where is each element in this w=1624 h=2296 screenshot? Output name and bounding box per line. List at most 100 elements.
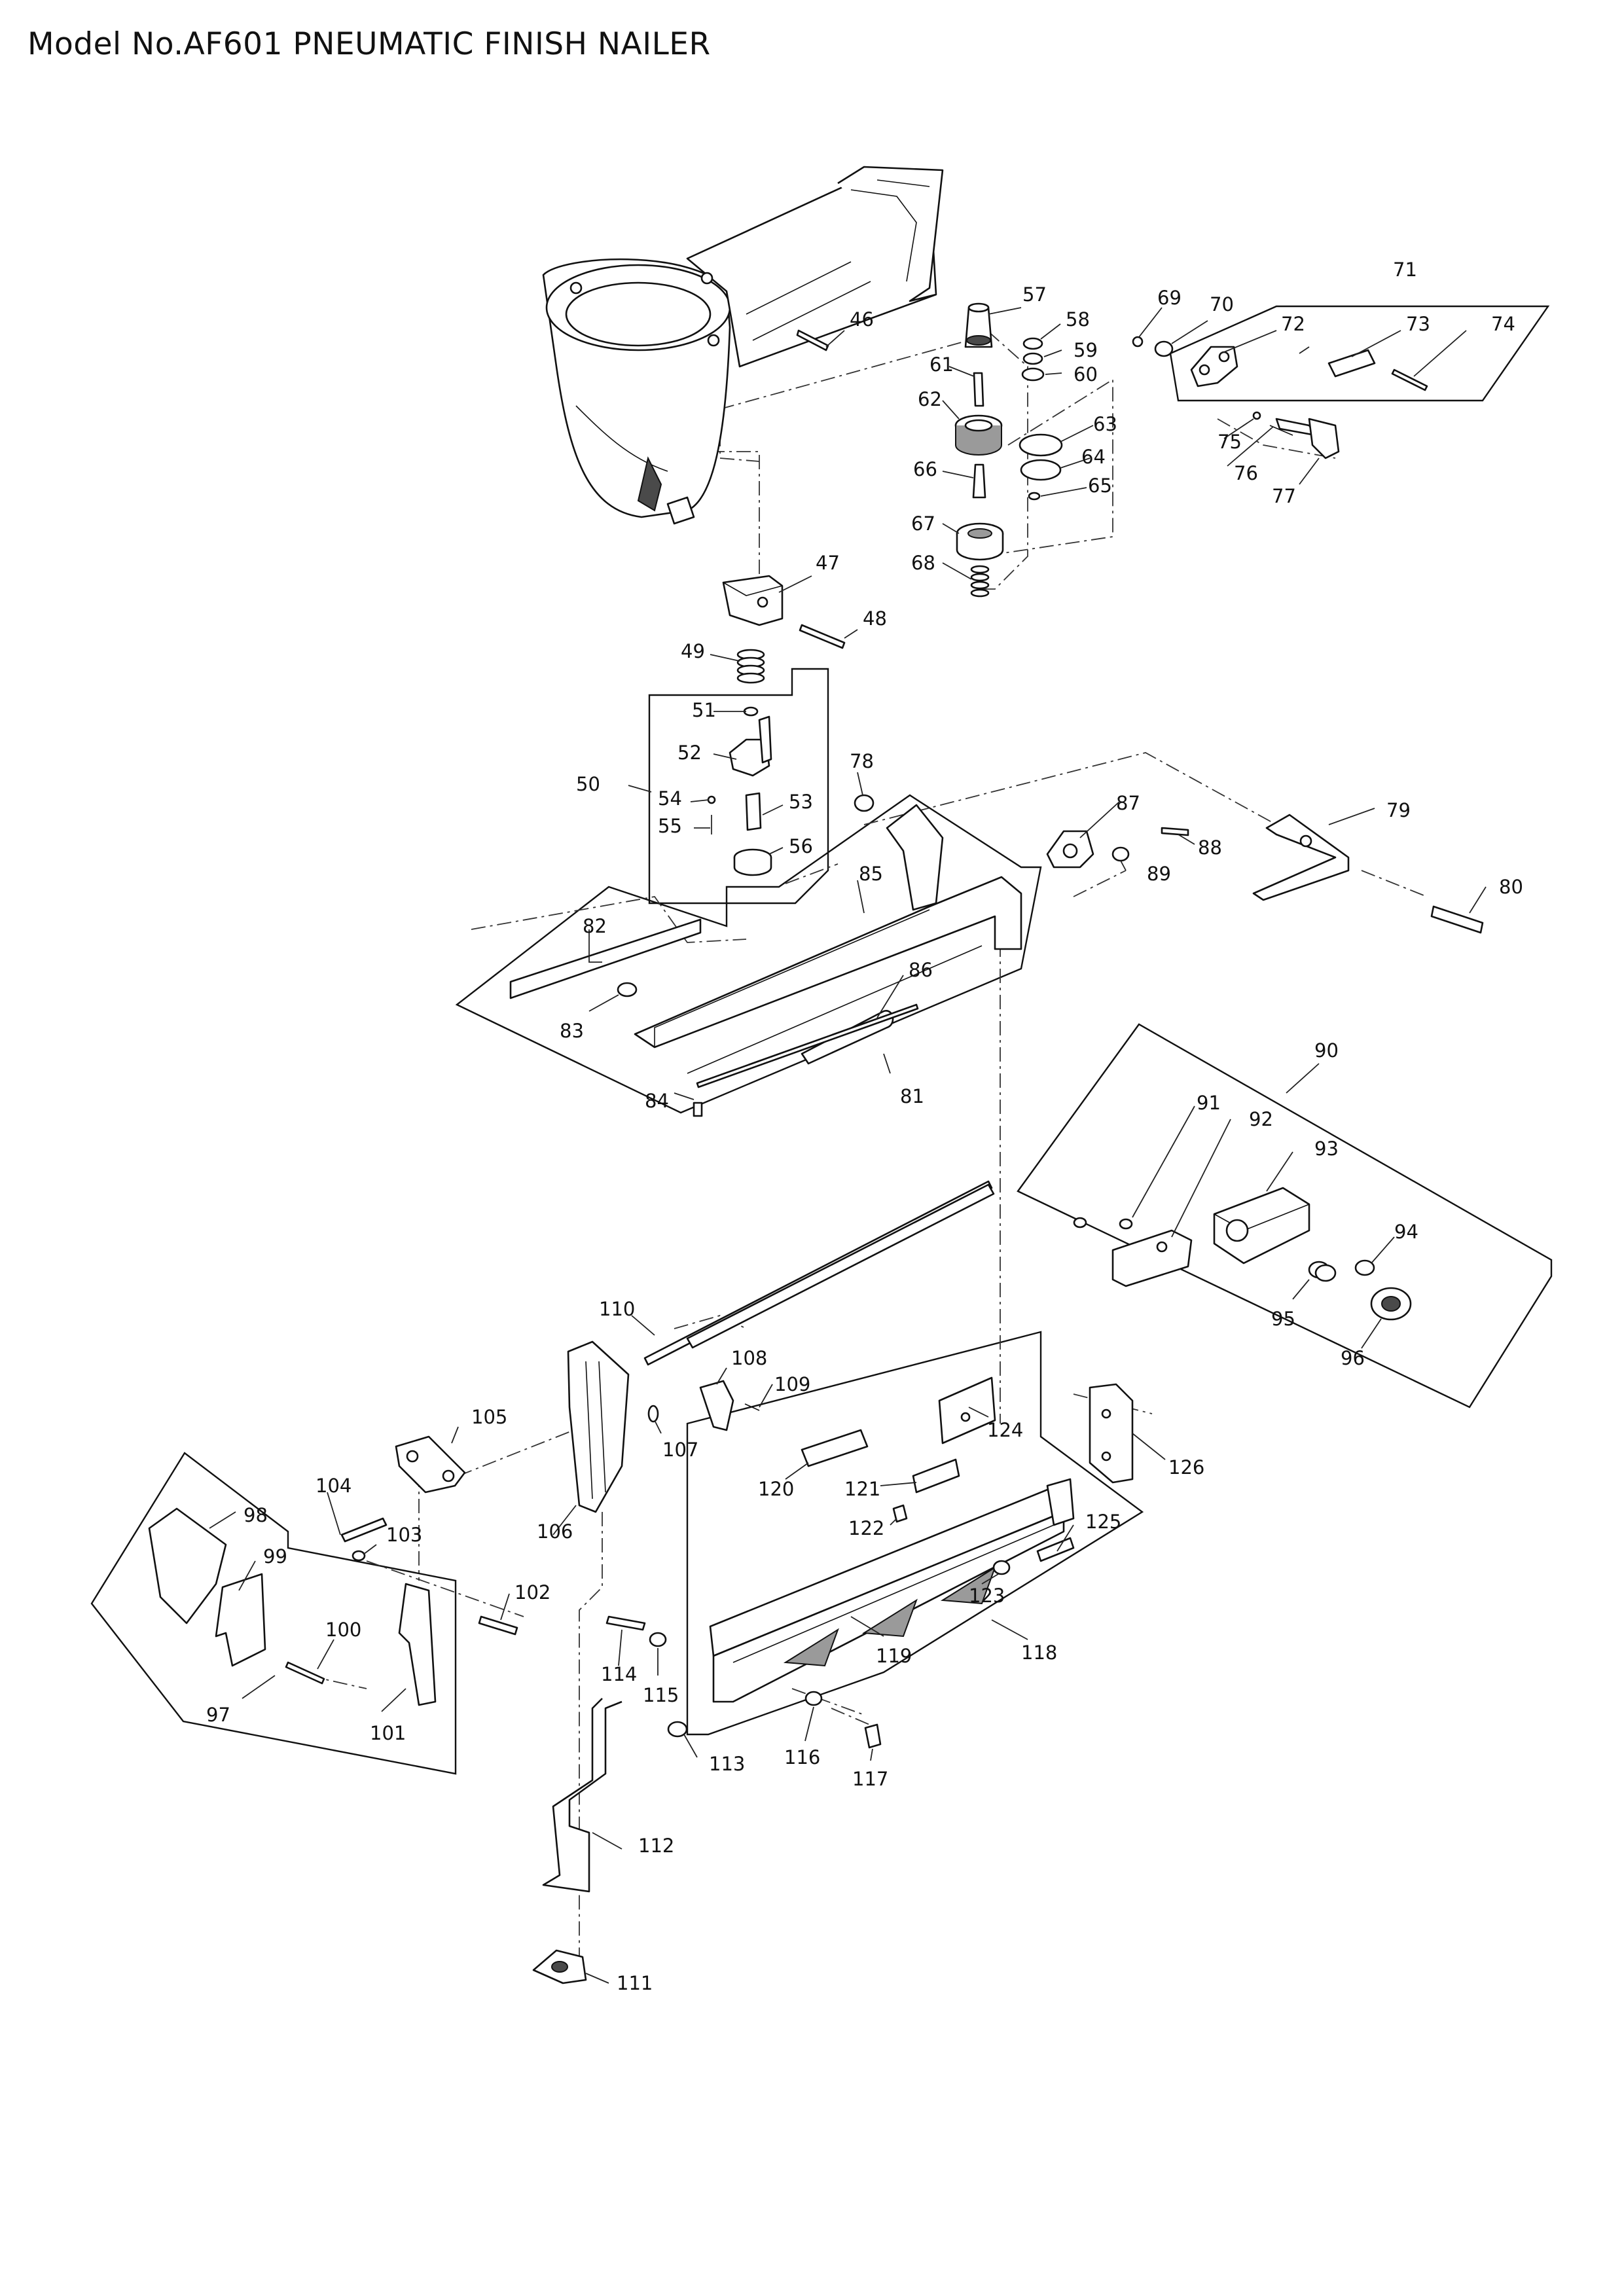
callout-62: 62 bbox=[918, 388, 942, 410]
callout-112: 112 bbox=[638, 1835, 674, 1857]
callout-104: 104 bbox=[316, 1475, 352, 1497]
callout-100: 100 bbox=[325, 1619, 361, 1641]
callout-111: 111 bbox=[617, 1972, 653, 1994]
part-117-bolt bbox=[864, 1723, 882, 1749]
part-76-spring bbox=[1269, 425, 1293, 436]
alignment-line bbox=[1073, 870, 1127, 897]
callout-92: 92 bbox=[1249, 1108, 1273, 1130]
callout-108: 108 bbox=[731, 1347, 767, 1369]
part-84-screw bbox=[693, 1102, 703, 1117]
callout-57: 57 bbox=[1022, 283, 1047, 306]
part-101-contact-arm bbox=[398, 1583, 437, 1706]
part-105-bracket bbox=[395, 1435, 466, 1494]
group-97-boundary bbox=[90, 1452, 457, 1775]
part-74-pin bbox=[1391, 368, 1428, 391]
callout-106: 106 bbox=[537, 1520, 573, 1543]
part-112-depth-rod bbox=[542, 1698, 623, 1893]
alignment-line bbox=[719, 340, 969, 410]
alignment-line bbox=[968, 314, 1028, 590]
part-106-driver-guide bbox=[567, 1340, 630, 1513]
part-80-bolt bbox=[1430, 905, 1484, 934]
callout-101: 101 bbox=[370, 1722, 406, 1744]
callout-47: 47 bbox=[816, 552, 840, 574]
group-90-boundary bbox=[1017, 1023, 1553, 1408]
part-63-ring bbox=[1019, 433, 1063, 457]
callout-52: 52 bbox=[677, 742, 702, 764]
alignment-line bbox=[471, 896, 747, 943]
alignment-line bbox=[863, 752, 1277, 825]
part-100-pin bbox=[285, 1661, 325, 1685]
callout-120: 120 bbox=[758, 1478, 794, 1500]
part-91-screw bbox=[1073, 1217, 1087, 1229]
part-48-pin bbox=[799, 624, 846, 649]
leader-lines bbox=[209, 307, 1487, 1984]
part-110-rod-long bbox=[686, 1183, 995, 1349]
group-118-boundary bbox=[686, 1331, 1144, 1736]
alignment-line bbox=[1361, 870, 1428, 897]
callout-115: 115 bbox=[643, 1684, 679, 1706]
alignment-line bbox=[791, 1688, 865, 1715]
part-62-valve-body bbox=[954, 414, 1003, 456]
callout-49: 49 bbox=[681, 640, 705, 662]
alignment-line bbox=[579, 1512, 603, 1970]
part-119-magazine bbox=[709, 1478, 1075, 1703]
callout-67: 67 bbox=[911, 512, 935, 535]
part-98-nose-cover bbox=[148, 1507, 227, 1624]
callout-70: 70 bbox=[1210, 293, 1234, 315]
callout-83: 83 bbox=[560, 1020, 584, 1042]
callout-88: 88 bbox=[1198, 836, 1222, 859]
callout-50: 50 bbox=[576, 773, 600, 795]
part-47-bracket bbox=[722, 575, 784, 626]
part-82-plate bbox=[509, 918, 702, 999]
callout-71: 71 bbox=[1393, 259, 1417, 281]
callout-64: 64 bbox=[1081, 446, 1106, 468]
alignment-line bbox=[710, 451, 760, 576]
callout-60: 60 bbox=[1074, 363, 1098, 386]
part-99-clip bbox=[215, 1573, 266, 1667]
part-69-clip bbox=[1132, 336, 1144, 348]
callout-124: 124 bbox=[987, 1419, 1023, 1441]
part-126-plate bbox=[1089, 1383, 1134, 1484]
callout-91: 91 bbox=[1197, 1092, 1221, 1114]
part-120-plate bbox=[801, 1429, 869, 1467]
part-108-latch bbox=[699, 1380, 734, 1431]
part-49-spring bbox=[736, 649, 765, 684]
callout-75: 75 bbox=[1218, 431, 1242, 453]
callout-118: 118 bbox=[1021, 1641, 1057, 1664]
callout-74: 74 bbox=[1491, 313, 1515, 335]
callout-65: 65 bbox=[1088, 475, 1112, 497]
part-68-spring bbox=[970, 565, 990, 598]
part-124-bracket bbox=[938, 1376, 996, 1444]
part-54-ball bbox=[707, 795, 716, 804]
callout-103: 103 bbox=[386, 1524, 422, 1546]
callout-99: 99 bbox=[263, 1545, 287, 1568]
part-104-bolt bbox=[340, 1517, 388, 1543]
callout-53: 53 bbox=[789, 791, 813, 813]
page-title: Model No.AF601 PNEUMATIC FINISH NAILER bbox=[27, 26, 711, 62]
part-53-stem bbox=[745, 792, 762, 831]
callout-109: 109 bbox=[774, 1373, 810, 1395]
group-71-boundary bbox=[1169, 305, 1550, 402]
part-121-plate bbox=[912, 1458, 960, 1494]
part-87-handle bbox=[1046, 830, 1094, 869]
part-107-nut bbox=[647, 1405, 659, 1423]
callout-84: 84 bbox=[645, 1090, 669, 1112]
callout-123: 123 bbox=[969, 1585, 1005, 1607]
part-65-ring bbox=[1028, 492, 1041, 501]
callout-55: 55 bbox=[658, 815, 682, 837]
callout-66: 66 bbox=[913, 458, 937, 480]
callout-94: 94 bbox=[1394, 1221, 1418, 1243]
callout-73: 73 bbox=[1406, 313, 1430, 335]
part-103-washer bbox=[352, 1550, 366, 1562]
callout-97: 97 bbox=[206, 1704, 230, 1726]
callout-76: 76 bbox=[1234, 462, 1258, 484]
alignment-line bbox=[1217, 418, 1336, 459]
part-94-bushing bbox=[1354, 1259, 1375, 1276]
callout-68: 68 bbox=[911, 552, 935, 574]
part-73-plate bbox=[1327, 349, 1376, 378]
callout-59: 59 bbox=[1074, 339, 1098, 361]
callout-54: 54 bbox=[658, 787, 682, 810]
part-46-pin bbox=[796, 329, 829, 351]
alignment-line bbox=[831, 1708, 878, 1729]
callout-46: 46 bbox=[850, 308, 874, 331]
